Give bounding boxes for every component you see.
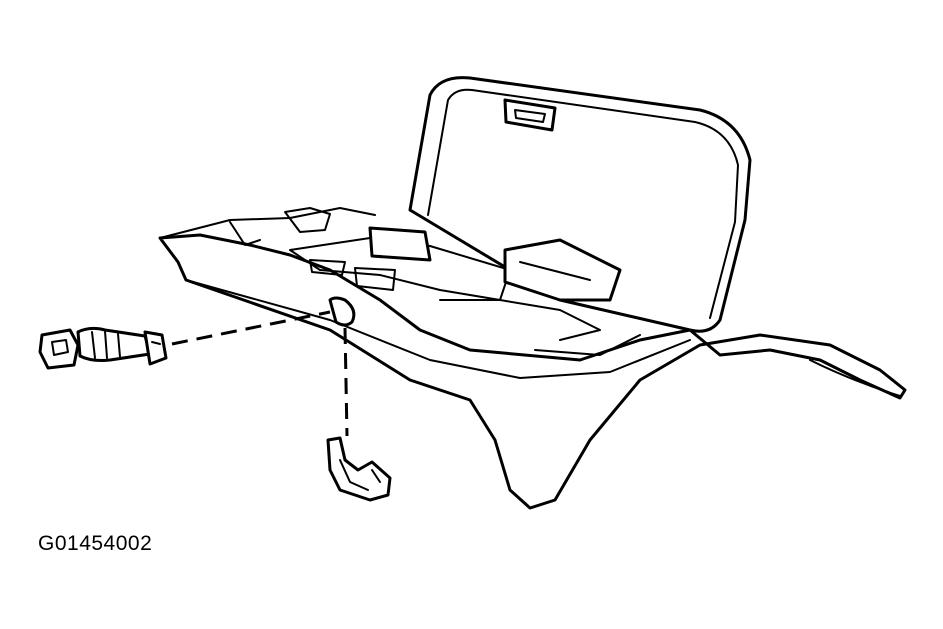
figure-id-label: G01454002 [38,532,153,555]
console-tray-interior [159,207,641,356]
explode-lines [171,310,349,437]
console-lid [408,76,752,333]
lock-hole [328,296,356,327]
lock-retainer-clip [326,436,392,502]
lock-cylinder [38,326,168,370]
